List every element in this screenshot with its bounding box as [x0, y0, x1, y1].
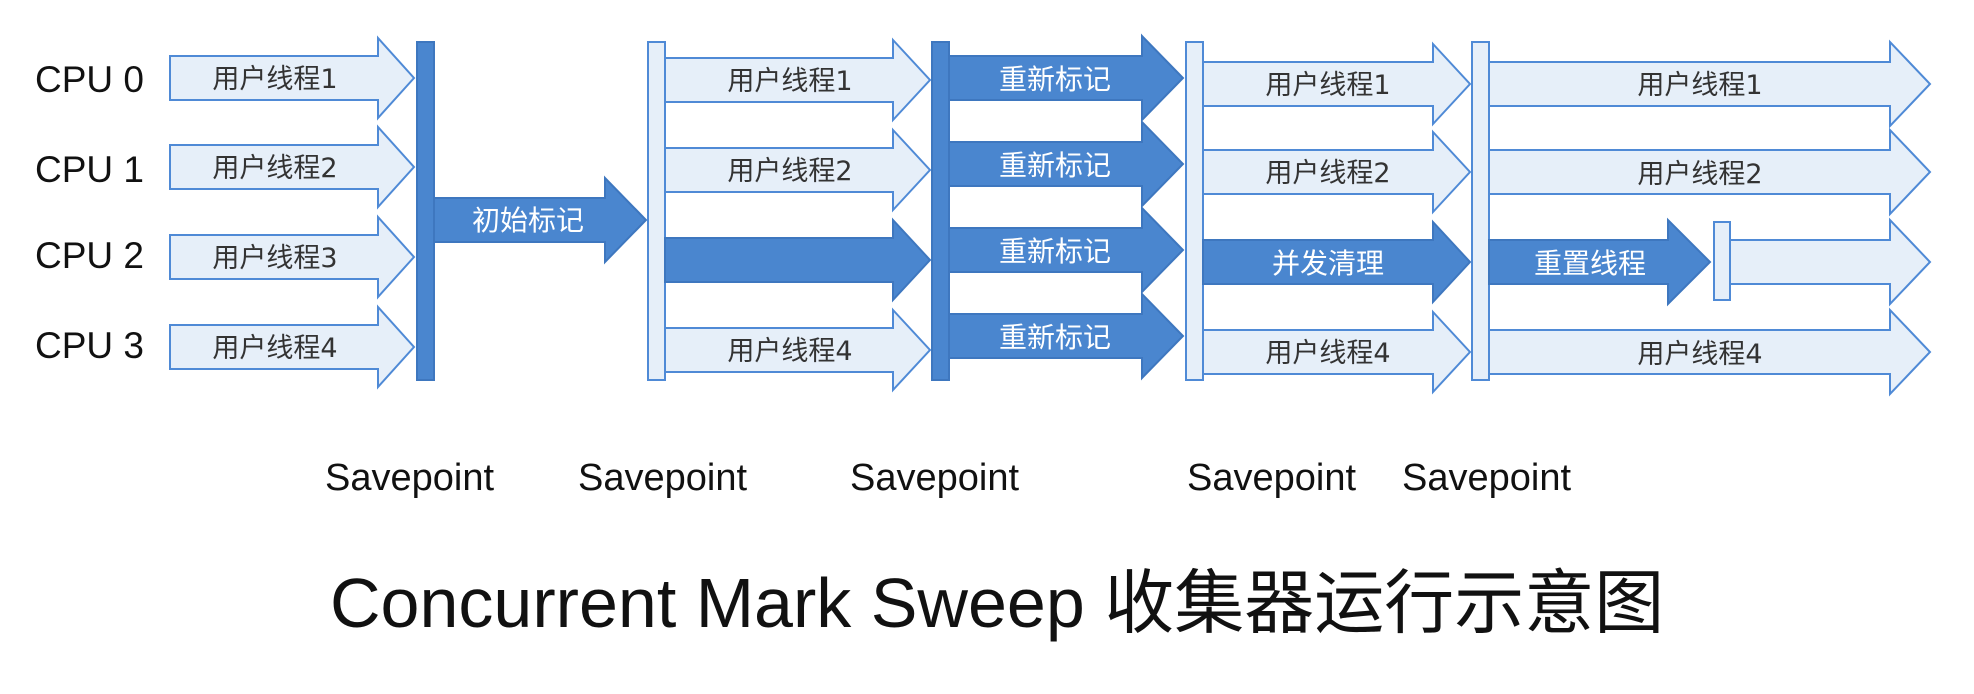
thread-label: 用户线程4 — [212, 333, 337, 364]
savepoint-bar — [1471, 41, 1490, 381]
concurrent-mark-arrow — [664, 217, 932, 303]
thread-arrow — [664, 307, 932, 393]
reset-threads-arrow — [1488, 217, 1712, 307]
cpu-label-2: CPU 2 — [35, 235, 144, 276]
thread-label: 用户线程2 — [212, 153, 337, 184]
thread-label: 用户线程3 — [212, 243, 337, 274]
thread-label: 用户线程2 — [1265, 158, 1390, 189]
thread-label: 用户线程2 — [727, 156, 852, 187]
cpu-label-3: CPU 3 — [35, 325, 144, 366]
savepoint-bar — [416, 41, 435, 381]
reset-threads-label: 重置线程 — [1534, 247, 1646, 280]
savepoint-label: Savepoint — [1402, 457, 1571, 499]
cpu-label-0: CPU 0 — [35, 59, 144, 100]
remark-label: 重新标记 — [999, 149, 1111, 182]
thread-arrow — [1488, 39, 1932, 129]
thread-arrow — [1202, 41, 1472, 127]
thread-arrow — [169, 124, 416, 210]
savepoint-bar — [647, 41, 666, 381]
thread-arrow — [1729, 217, 1932, 307]
savepoint-bar — [931, 41, 950, 381]
remark-arrow — [948, 119, 1185, 209]
savepoint-label: Savepoint — [850, 457, 1019, 499]
remark-label: 重新标记 — [999, 321, 1111, 354]
thread-arrow — [169, 214, 416, 300]
savepoint-label: Savepoint — [1187, 457, 1356, 499]
concurrent-sweep-arrow — [1202, 219, 1472, 305]
segment-1-user-threads: 用户线程1 用户线程2 用户线程3 用户线程4 — [169, 35, 416, 390]
initial-mark-arrow — [433, 175, 648, 265]
thread-label: 用户线程1 — [1265, 70, 1390, 101]
savepoint-label: Savepoint — [325, 457, 494, 499]
thread-arrow — [1488, 307, 1932, 397]
remark-label: 重新标记 — [999, 63, 1111, 96]
thread-label: 用户线程4 — [727, 336, 852, 367]
thread-arrow — [169, 304, 416, 390]
thread-label: 用户线程1 — [727, 66, 852, 97]
diagram-caption: Concurrent Mark Sweep 收集器运行示意图 — [330, 564, 1664, 642]
initial-mark-phase: 初始标记 — [433, 175, 648, 265]
segment-3-remark: 重新标记 重新标记 重新标记 重新标记 — [948, 33, 1185, 381]
remark-arrow — [948, 205, 1185, 295]
remark-label: 重新标记 — [999, 235, 1111, 268]
thread-arrow — [664, 37, 932, 123]
remark-arrow — [948, 33, 1185, 123]
thread-label: 用户线程2 — [1637, 159, 1762, 190]
savepoint-label: Savepoint — [578, 457, 747, 499]
thread-arrow — [664, 127, 932, 213]
initial-mark-label: 初始标记 — [472, 204, 584, 237]
segment-4-concurrent-sweep: 用户线程1 用户线程2 并发清理 用户线程4 — [1202, 41, 1472, 395]
thread-arrow — [169, 35, 416, 121]
thread-label: 用户线程1 — [1637, 70, 1762, 101]
remark-arrow — [948, 291, 1185, 381]
thread-arrow — [1202, 129, 1472, 215]
concurrent-sweep-label: 并发清理 — [1272, 247, 1384, 280]
thread-label: 用户线程1 — [212, 64, 337, 95]
cpu-label-1: CPU 1 — [35, 149, 144, 190]
thread-arrow — [1488, 127, 1932, 217]
thread-arrow — [1202, 309, 1472, 395]
thread-label: 用户线程4 — [1265, 338, 1390, 369]
thread-label: 用户线程4 — [1637, 339, 1762, 370]
segment-5-concurrent-reset: 用户线程1 用户线程2 重置线程 用户线程4 — [1488, 39, 1932, 397]
savepoint-bar — [1185, 41, 1204, 381]
savepoint-bar — [1713, 221, 1731, 301]
segment-2-concurrent-mark: 用户线程1 用户线程2 用户线程4 — [664, 37, 932, 393]
